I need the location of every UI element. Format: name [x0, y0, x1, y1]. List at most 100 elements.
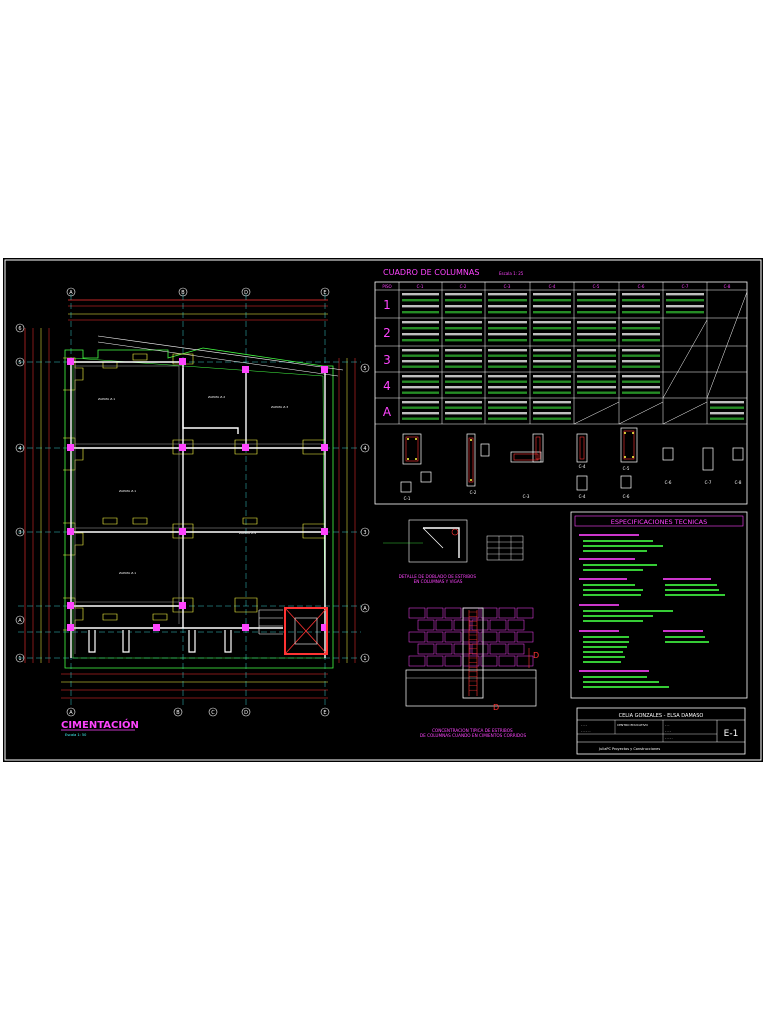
spec-text-line [663, 578, 711, 580]
brick [507, 619, 525, 631]
brick [444, 607, 462, 619]
table-header-cell: C-1 [417, 284, 424, 289]
cell-text-strip [710, 401, 744, 404]
brick [408, 655, 426, 667]
cell-text-strip [488, 380, 527, 383]
cell-text-strip [445, 299, 482, 302]
cell-text-strip [402, 293, 439, 296]
cell-text-strip [577, 375, 616, 378]
axis-label: A [69, 710, 73, 716]
cell-text-strip [533, 354, 571, 357]
spec-text-line [583, 686, 669, 688]
spec-text-line [583, 620, 643, 622]
cell-text-strip [533, 293, 571, 296]
spec-text-line [579, 578, 627, 580]
cell-text-strip [622, 339, 660, 342]
cell-text-strip [577, 321, 616, 324]
axis-label: 4 [363, 446, 366, 452]
cell-text-strip [488, 412, 527, 415]
table-header-cell: C-7 [682, 284, 689, 289]
svg-text:ZAPATA Z-1: ZAPATA Z-1 [119, 489, 136, 493]
cell-text-strip [666, 293, 704, 296]
cell-text-strip [402, 401, 439, 404]
brick [489, 643, 507, 655]
cell-text-strip [488, 321, 527, 324]
cell-text-strip [402, 375, 439, 378]
dimension-label: D [493, 703, 499, 712]
cell-text-strip [533, 375, 571, 378]
cell-text-strip [622, 327, 660, 330]
cell-text-strip [488, 391, 527, 394]
cell-text-strip [402, 299, 439, 302]
cell-text-strip [622, 354, 660, 357]
axis-label: A [69, 290, 73, 296]
cell-text-strip [402, 354, 439, 357]
floor-label: A [383, 405, 392, 419]
cell-text-strip [533, 401, 571, 404]
brick [453, 643, 471, 655]
svg-text:- - - - -: - - - - - [665, 737, 673, 740]
cell-text-strip [445, 412, 482, 415]
axis-label: 4 [18, 446, 21, 452]
cell-text-strip [402, 333, 439, 336]
cell-text-strip [710, 412, 744, 415]
cell-text-strip [666, 305, 704, 308]
drawing-sheet: ZAPATA Z-1 ZAPATA Z-2 ZAPATA Z-3 ZAPATA … [3, 258, 763, 762]
dimension-label: D [533, 651, 539, 660]
svg-text:- - -: - - - [665, 724, 669, 727]
axis-label: 1 [363, 656, 366, 662]
cell-text-strip [445, 380, 482, 383]
concentration-title: CONCENTRACION TIPICA DE ESTRIBOS DE COLU… [420, 728, 527, 738]
cell-text-strip [622, 305, 660, 308]
cell-text-strip [445, 391, 482, 394]
brick [480, 655, 498, 667]
cell-text-strip [577, 360, 616, 363]
cell-text-strip [402, 311, 439, 314]
cell-text-strip [622, 299, 660, 302]
cell-text-strip [577, 339, 616, 342]
cell-text-strip [577, 386, 616, 389]
axis-label: C [211, 710, 215, 716]
spec-text-line [583, 545, 663, 547]
section-label: C-6 [623, 494, 630, 499]
cell-text-strip [445, 327, 482, 330]
stirrup-title: DETALLE DE DOBLADO DE ESTRIBOS EN COLUMN… [399, 574, 478, 584]
cell-text-strip [445, 375, 482, 378]
section-label: C-7 [705, 480, 712, 485]
axis-label: A [18, 618, 22, 624]
spec-text-line [583, 615, 653, 617]
cell-text-strip [533, 349, 571, 352]
sheet-frame [4, 259, 762, 761]
cell-text-strip [445, 417, 482, 420]
table-header-cell: C-4 [549, 284, 556, 289]
brick [471, 643, 489, 655]
axis-label: 3 [18, 530, 21, 536]
brick [426, 631, 444, 643]
specs-text-lines [579, 534, 725, 688]
cell-text-strip [666, 311, 704, 314]
drawing-canvas: ZAPATA Z-1 ZAPATA Z-2 ZAPATA Z-3 ZAPATA … [4, 259, 762, 761]
cell-text-strip [533, 417, 571, 420]
axis-label: 1 [18, 656, 21, 662]
section-label: C-8 [735, 480, 742, 485]
cell-text-strip [622, 386, 660, 389]
cell-text-strip [488, 406, 527, 409]
cell-text-strip [445, 354, 482, 357]
section-label: C-3 [523, 494, 530, 499]
cell-text-strip [402, 412, 439, 415]
brick [489, 619, 507, 631]
cell-text-strip [445, 386, 482, 389]
title-block-authors: CELIA GONZALES - ELSA DAMASO [619, 713, 704, 719]
section-label: C-5 [623, 466, 630, 471]
brick [471, 619, 489, 631]
foundation-plan: ZAPATA Z-1 ZAPATA Z-2 ZAPATA Z-3 ZAPATA … [15, 287, 370, 737]
brick [417, 619, 435, 631]
plan-scale: Escala 1: 50 [65, 733, 86, 737]
cell-text-strip [488, 360, 527, 363]
brick [462, 655, 480, 667]
cell-text-strip [533, 380, 571, 383]
spec-text-line [665, 594, 725, 596]
spec-text-line [583, 594, 641, 596]
cell-text-strip [622, 293, 660, 296]
cell-text-strip [710, 406, 744, 409]
